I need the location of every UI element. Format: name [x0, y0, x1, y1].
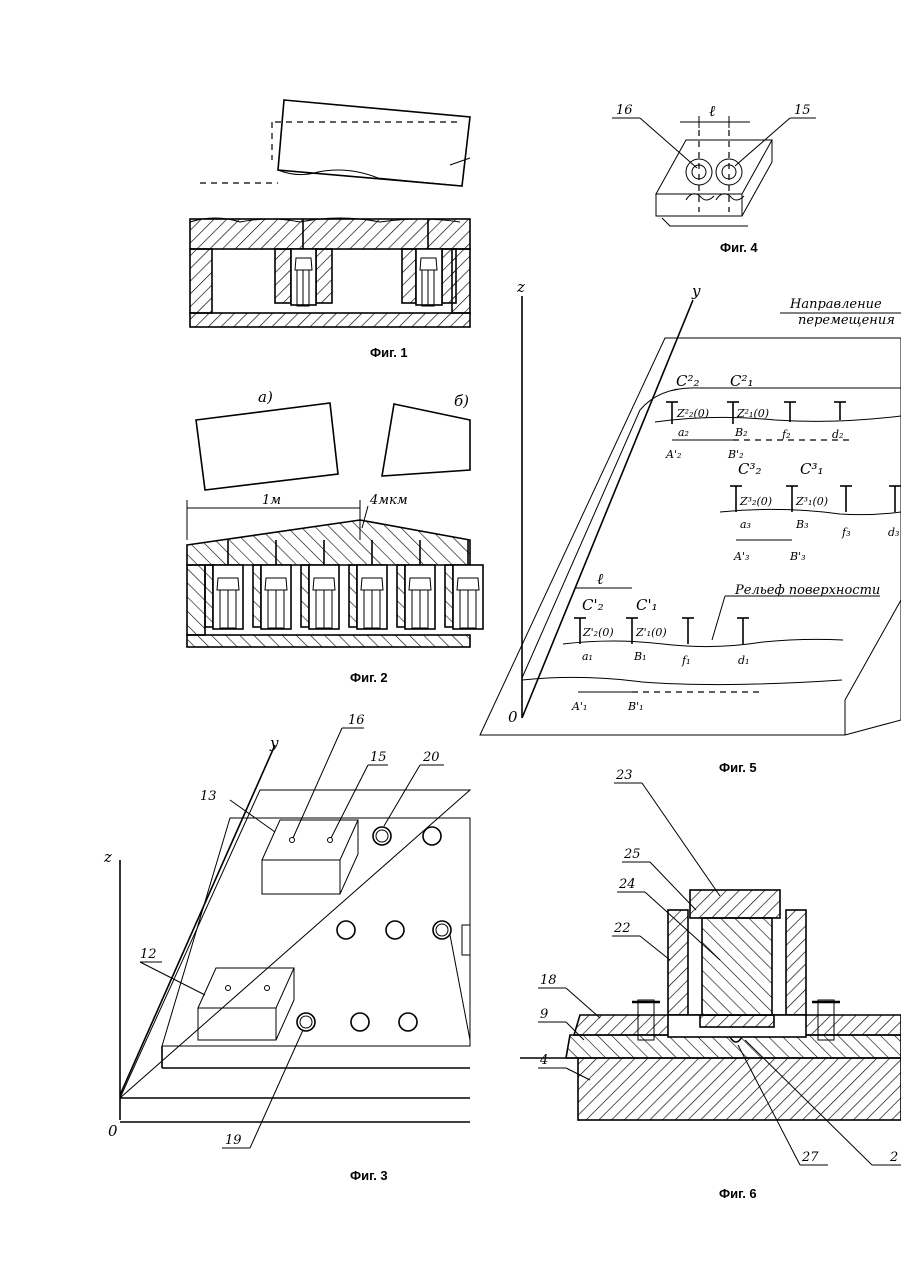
fig5-row1-z2: Z'₂(0): [582, 626, 614, 639]
fig3-label-19: 19: [225, 1133, 242, 1148]
fig5-row3-A: A'₃: [733, 550, 749, 563]
fig5-row2-a: a₂: [678, 426, 689, 439]
fig2-dim-1m: 1м: [262, 493, 281, 508]
fig1-bottom-plate: [190, 313, 470, 327]
fig5-row3-b: B₃: [795, 518, 809, 531]
fig5-row2-b: B₂: [734, 426, 748, 439]
fig3-caption: Фиг. 3: [350, 1168, 388, 1183]
fig6-label-9: 9: [540, 1007, 548, 1022]
fig1-block: [278, 100, 470, 186]
fig6-label-26: 2: [889, 1150, 898, 1165]
figure-4: ℓ 16 15 Фиг. 4: [612, 102, 816, 255]
fig5-row2-f: f₂: [781, 428, 790, 441]
fig2-top-plate: [187, 520, 470, 565]
fig6-caption: Фиг. 6: [719, 1186, 757, 1201]
fig5-plate: [480, 338, 901, 735]
fig1-caption: Фиг. 1: [370, 345, 408, 360]
fig6-housing-22: [668, 910, 688, 1015]
fig5-axis-z: z: [516, 278, 525, 296]
fig6-label-23: 23: [615, 768, 633, 783]
fig5-row-2: C²₂ C²₁ Z²₂(0) Z²₁(0) a₂ B₂ f₂ d₂ A'₂ B'…: [655, 372, 901, 461]
fig4-caption: Фиг. 4: [720, 240, 758, 255]
fig4-label-15: 15: [794, 103, 811, 118]
fig3-axis-z: z: [103, 848, 112, 866]
fig5-row2-c2: C²₂: [676, 372, 700, 390]
fig4-block: [656, 140, 772, 194]
fig6-cap-23: [690, 890, 780, 918]
fig2-label-b: б): [454, 392, 469, 410]
fig6-label-24: 24: [618, 877, 636, 892]
fig4-label-16: 16: [616, 103, 633, 118]
fig3-label-16: 16: [348, 713, 365, 728]
fig3-label-15: 15: [370, 750, 387, 765]
fig2-block-b: [382, 404, 470, 476]
fig2-block-a: [196, 403, 338, 490]
fig5-row1-a: a₁: [582, 650, 593, 663]
fig5-row1-B: B'₁: [627, 700, 644, 713]
fig5-row1-z1: Z'₁(0): [635, 626, 667, 639]
fig6-label-22: 22: [613, 921, 631, 936]
fig6-label-27: 27: [801, 1150, 819, 1165]
fig6-label-4: 4: [539, 1053, 548, 1068]
fig5-origin: 0: [508, 708, 518, 726]
fig3-platform: [162, 818, 470, 1046]
fig3-block-12: [198, 968, 294, 1008]
fig2-dim-4mkm: 4мкм: [369, 493, 408, 508]
fig5-row2-d: d₂: [832, 428, 843, 441]
fig5-row2-z2: Z²₂(0): [676, 407, 709, 420]
fig5-caption: Фиг. 5: [719, 760, 757, 775]
fig5-row3-d: d₃: [888, 526, 899, 539]
fig3-axis-y: y: [269, 734, 279, 752]
fig5-direction-line2: перемещения: [798, 313, 895, 328]
figure-1: Фиг. 1: [190, 100, 470, 360]
figure-3: z y 0 1: [103, 713, 470, 1183]
figure-6: 23 25 24 22 18 9 4 27 2 Фиг. 6: [520, 768, 901, 1201]
figure-5: z y 0 Направление перемещения C²₂ C²₁ Z²…: [480, 278, 901, 775]
fig5-row2-A: A'₂: [665, 448, 681, 461]
fig3-block-13: [262, 820, 358, 860]
figure-2: а) б) 1м 4мкм Фи: [187, 388, 483, 685]
fig5-row2-c1: C²₁: [730, 372, 754, 390]
fig6-base-4: [578, 1058, 901, 1120]
fig5-row3-c2: C³₂: [738, 460, 762, 478]
fig3-origin: 0: [108, 1122, 118, 1140]
fig5-row1-b: B₁: [633, 650, 647, 663]
fig5-row1-A: A'₁: [571, 700, 587, 713]
fig5-row1-f: f₁: [681, 654, 690, 667]
fig5-y-axis: [522, 300, 693, 718]
fig5-row3-c1: C³₁: [800, 460, 824, 478]
fig5-row1-d: d₁: [738, 654, 749, 667]
fig3-holes: [297, 827, 451, 1031]
fig2-bottom-plate: [187, 635, 470, 647]
fig5-row1-c2: C'₂: [582, 596, 604, 614]
fig5-row3-f: f₃: [841, 526, 850, 539]
fig3-label-13: 13: [200, 789, 217, 804]
fig5-row3-B: B'₃: [789, 550, 806, 563]
fig5-axis-y: y: [691, 282, 701, 300]
fig5-row3-a: a₃: [740, 518, 751, 531]
fig5-dim-l: ℓ: [597, 570, 603, 588]
fig5-row2-z1: Z²₁(0): [736, 407, 769, 420]
fig2-label-a: а): [258, 388, 273, 406]
fig3-label-12: 12: [140, 947, 157, 962]
fig5-row1-c1: C'₁: [636, 596, 658, 614]
fig3-y-axis: [120, 745, 275, 1095]
fig6-label-18: 18: [540, 973, 557, 988]
fig6-plate-9: [566, 1035, 901, 1058]
fig2-caption: Фиг. 2: [350, 670, 388, 685]
fig3-label-20: 20: [422, 750, 440, 765]
fig5-row3-z2: Z³₂(0): [739, 495, 772, 508]
fig6-label-25: 25: [623, 847, 641, 862]
fig5-row-3: C³₂ C³₁ Z³₂(0) Z³₁(0) a₃ B₃ f₃ d₃ A'₃ B'…: [720, 460, 901, 563]
fig5-row3-z1: Z³₁(0): [795, 495, 828, 508]
fig4-dim-l: ℓ: [709, 102, 715, 120]
fig5-direction-line1: Направление: [789, 297, 882, 312]
